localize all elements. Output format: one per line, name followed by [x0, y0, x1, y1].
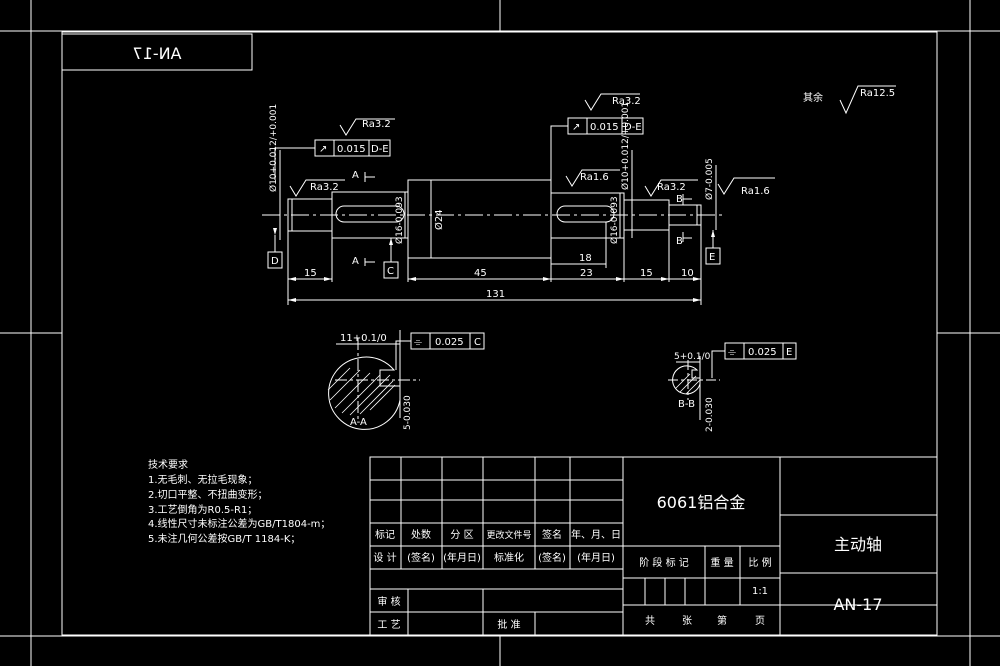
dim-131: 131	[486, 289, 505, 300]
section-bb	[668, 342, 797, 420]
roughness-label: Ra3.2	[362, 119, 391, 130]
dim-sec-a-depth: 5-0.030	[403, 395, 413, 430]
section-label-bb: B-B	[678, 399, 695, 410]
section-mark: B	[676, 194, 683, 205]
tb-mark: 更改文件号	[486, 529, 531, 541]
dim-10: 10	[681, 268, 694, 279]
datum-label: E	[709, 252, 715, 263]
tolerance-value: 0.025	[748, 347, 777, 358]
dim-sec-b-depth: 2-0.030	[705, 397, 715, 432]
dim-15-left: 15	[304, 268, 317, 279]
dim-23: 23	[580, 268, 593, 279]
dim-sec-a-width: 11+0.1/0	[340, 333, 387, 344]
tolerance-symbol: ⌯	[414, 337, 422, 348]
tb-process: 工 艺	[377, 619, 400, 631]
tech-title: 技术要求	[148, 458, 188, 471]
roughness-label: Ra1.6	[741, 186, 770, 197]
tech-item: 4.线性尺寸未标注公差为GB/T1804-m；	[148, 517, 330, 530]
tb-scale: 1:1	[752, 586, 768, 597]
tb-weight: 重 量	[710, 556, 733, 569]
dim-sec-b-width: 5+0.1/0	[674, 352, 711, 362]
section-mark: A	[352, 256, 359, 267]
dim-18: 18	[579, 253, 592, 264]
dim-15-right: 15	[640, 268, 653, 279]
section-mark: B	[676, 236, 683, 247]
tolerance-value: 0.015	[337, 144, 366, 155]
roughness-label: Ra3.2	[612, 96, 641, 107]
tb-design: (签名)	[407, 551, 435, 564]
tolerance-symbol: ↗	[572, 122, 580, 133]
dim-key-right: Ø16-0.093	[609, 196, 620, 244]
tech-item: 3.工艺倒角为R0.5-R1；	[148, 504, 257, 516]
mirrored-drawing-number: AN-17	[132, 44, 181, 63]
tb-sheets: 张	[682, 615, 692, 627]
tb-design: (签名)	[538, 551, 566, 564]
shaft-outline	[287, 179, 702, 259]
roughness-label: Ra3.2	[657, 182, 686, 193]
dim-key-left: Ø16-0.093	[394, 196, 405, 244]
tolerance-symbol: ⌯	[728, 347, 736, 358]
tolerance-symbol: ↗	[319, 144, 327, 155]
tb-sheets: 第	[717, 614, 727, 627]
section-aa	[327, 330, 485, 430]
tb-mark: 签名	[542, 528, 562, 541]
outer-frame	[30, 30, 971, 637]
dim-dia-left: Ø10+0.012/+0.001	[268, 104, 279, 192]
dim-dia-7: Ø7-0.005	[704, 158, 715, 200]
tb-design: 标准化	[494, 551, 524, 564]
roughness-other-label: 其余	[803, 91, 823, 104]
roughness-label: Ra1.6	[580, 172, 609, 183]
datum-label: D	[271, 256, 279, 267]
tb-review: 审 核	[377, 595, 400, 608]
tech-item: 5.未注几何公差按GB/T 1184-K；	[148, 532, 300, 545]
tb-design: 设 计	[373, 551, 396, 564]
tb-sheets: 页	[755, 615, 765, 627]
roughness-other-value: Ra12.5	[860, 88, 895, 99]
tb-mark: 年、月、日	[571, 528, 621, 541]
dim-45: 45	[474, 268, 487, 279]
tb-scale-label: 比 例	[748, 556, 771, 569]
tech-item: 2.切口平整、不扭曲变形；	[148, 488, 268, 501]
mirrored-number-box	[61, 33, 253, 71]
section-label-aa: A-A	[350, 417, 367, 428]
tech-item: 1.无毛刺、无拉毛现象；	[148, 473, 258, 486]
tolerance-value: 0.025	[435, 337, 464, 348]
tolerance-datum: D-E	[371, 144, 389, 155]
tb-mark: 标记	[375, 529, 395, 541]
title-block-grid	[369, 456, 938, 636]
tolerance-datum: E	[786, 347, 792, 358]
datum-label: C	[387, 266, 394, 277]
tb-sheets: 共	[645, 615, 655, 627]
drawing-number: AN-17	[833, 595, 882, 614]
part-name: 主动轴	[834, 535, 882, 554]
section-mark: A	[352, 170, 359, 181]
roughness-symbols	[289, 85, 896, 197]
material: 6061铝合金	[657, 493, 746, 512]
tb-mark: 处数	[411, 528, 431, 541]
dim-dia-right: Ø10+0.012/+0.001	[620, 102, 631, 190]
tolerance-datum: D-E	[624, 122, 642, 133]
dim-dia-24: Ø24	[433, 209, 445, 230]
tb-design: (年月日)	[443, 551, 481, 564]
tb-approve: 批 准	[497, 618, 520, 631]
tb-design: (年月日)	[577, 551, 615, 564]
tb-mark: 分 区	[450, 529, 473, 541]
dimension-lines	[279, 150, 717, 305]
tolerance-value: 0.015	[590, 122, 619, 133]
roughness-label: Ra3.2	[310, 182, 339, 193]
tolerance-datum: C	[474, 337, 481, 348]
tb-stage: 阶 段 标 记	[639, 556, 689, 569]
